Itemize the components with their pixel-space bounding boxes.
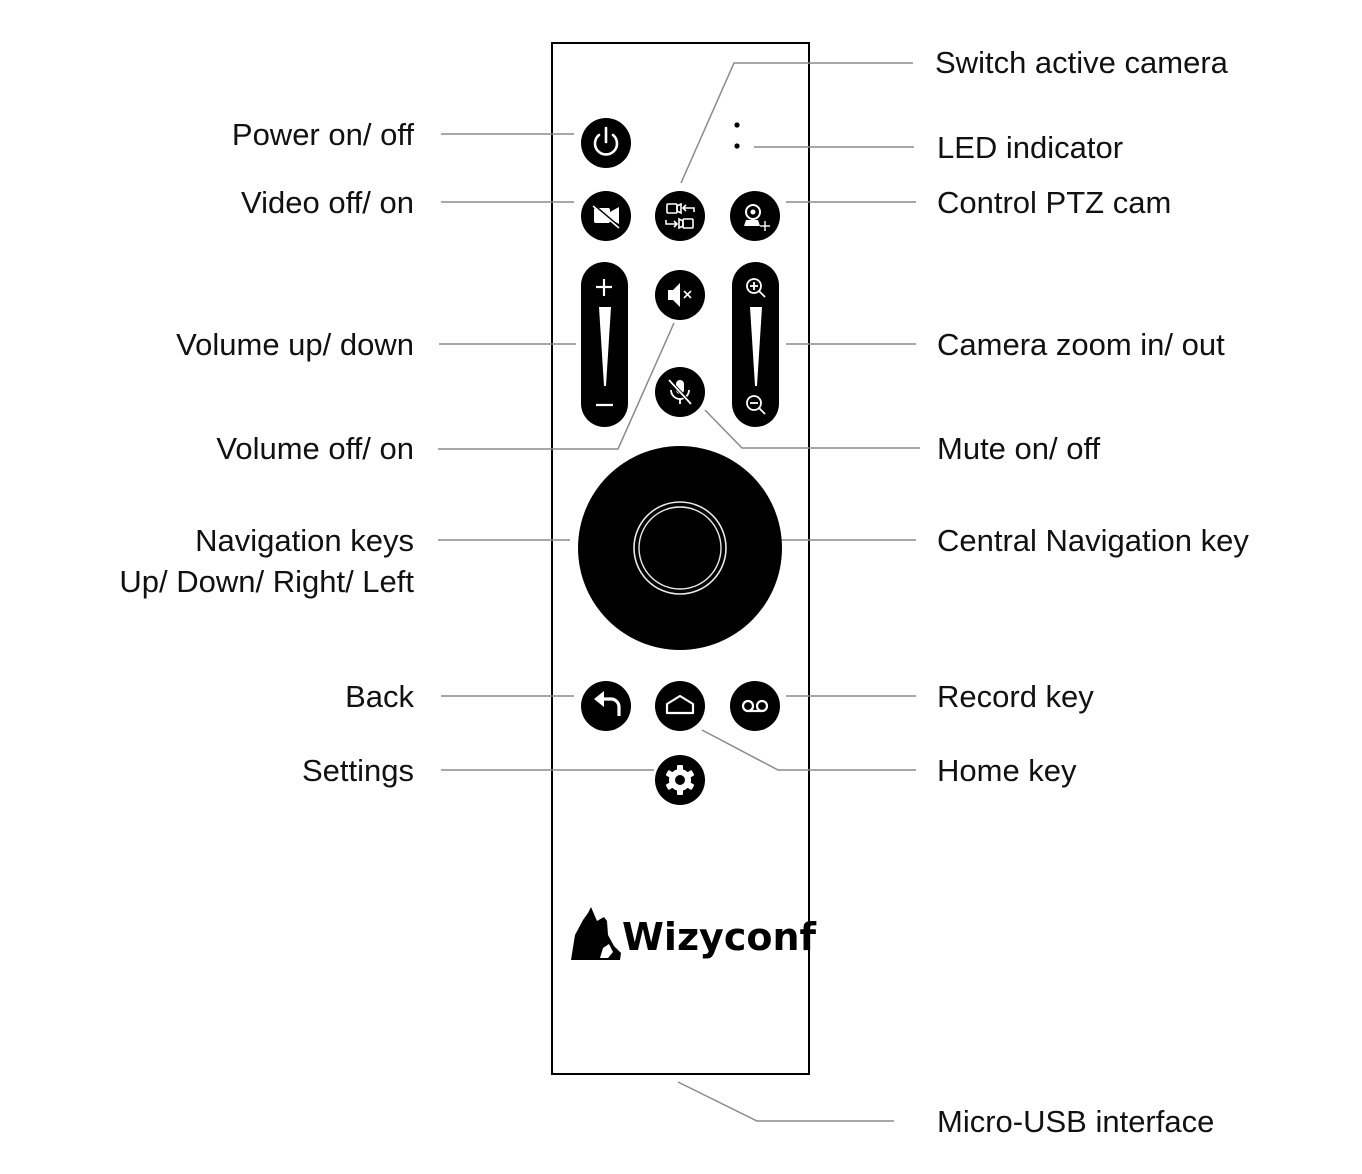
mic-mute-button[interactable]: [655, 367, 705, 417]
camera-switch-icon: [665, 202, 695, 230]
label-navigation-line2: Up/ Down/ Right/ Left: [119, 564, 414, 599]
line-switch-camera: [680, 62, 913, 184]
gear-icon: [665, 765, 695, 795]
voicemail-icon: [741, 699, 769, 713]
volume-up-icon: [596, 279, 612, 296]
label-video: Video off/ on: [241, 185, 414, 220]
label-volume-updown: Volume up/ down: [176, 327, 414, 362]
label-volume-offon: Volume off/ on: [216, 431, 414, 466]
zoom-in-icon: [746, 278, 766, 298]
back-arrow-icon: [594, 691, 621, 716]
label-mute: Mute on/ off: [937, 431, 1101, 466]
line-mute: [704, 409, 920, 449]
label-central-nav: Central Navigation key: [937, 523, 1249, 558]
ptz-button[interactable]: [730, 191, 780, 241]
label-power: Power on/ off: [231, 117, 414, 152]
home-icon: [665, 694, 695, 715]
line-home: [701, 729, 916, 771]
label-home: Home key: [937, 753, 1077, 788]
mic-mute-icon: [666, 377, 694, 407]
video-off-icon: [591, 202, 621, 230]
label-settings: Settings: [301, 753, 414, 788]
label-usb: Micro-USB interface: [937, 1104, 1215, 1139]
central-navigation-key[interactable]: [633, 501, 727, 595]
video-off-button[interactable]: [581, 191, 631, 241]
volume-rocker[interactable]: [581, 262, 628, 427]
zoom-level-wedge: [750, 307, 762, 386]
volume-mute-button[interactable]: [655, 270, 705, 320]
record-button[interactable]: [730, 681, 780, 731]
volume-level-wedge: [599, 307, 611, 386]
power-icon: [593, 126, 619, 156]
ptz-camera-icon: [744, 204, 770, 231]
brand-name: Wizyconf: [622, 915, 817, 959]
home-button[interactable]: [655, 681, 705, 731]
label-back: Back: [345, 679, 414, 714]
label-switch-camera: Switch active camera: [935, 45, 1228, 80]
zoom-out-icon: [746, 395, 766, 415]
label-record: Record key: [937, 679, 1094, 714]
power-button[interactable]: [581, 118, 631, 168]
back-button[interactable]: [581, 681, 631, 731]
label-zoom: Camera zoom in/ out: [937, 327, 1225, 362]
line-usb: [677, 1081, 894, 1122]
label-led: LED indicator: [937, 130, 1124, 165]
switch-camera-button[interactable]: [655, 191, 705, 241]
led-indicator: [734, 122, 740, 149]
zoom-rocker[interactable]: [732, 262, 779, 427]
label-navigation-line1: Navigation keys: [195, 523, 414, 558]
speaker-mute-icon: [668, 283, 692, 307]
navigation-pad[interactable]: [578, 446, 782, 650]
cat-logo-icon: [571, 907, 621, 960]
label-ptz: Control PTZ cam: [937, 185, 1172, 220]
line-volume-offon: [438, 322, 675, 450]
settings-button[interactable]: [655, 755, 705, 805]
